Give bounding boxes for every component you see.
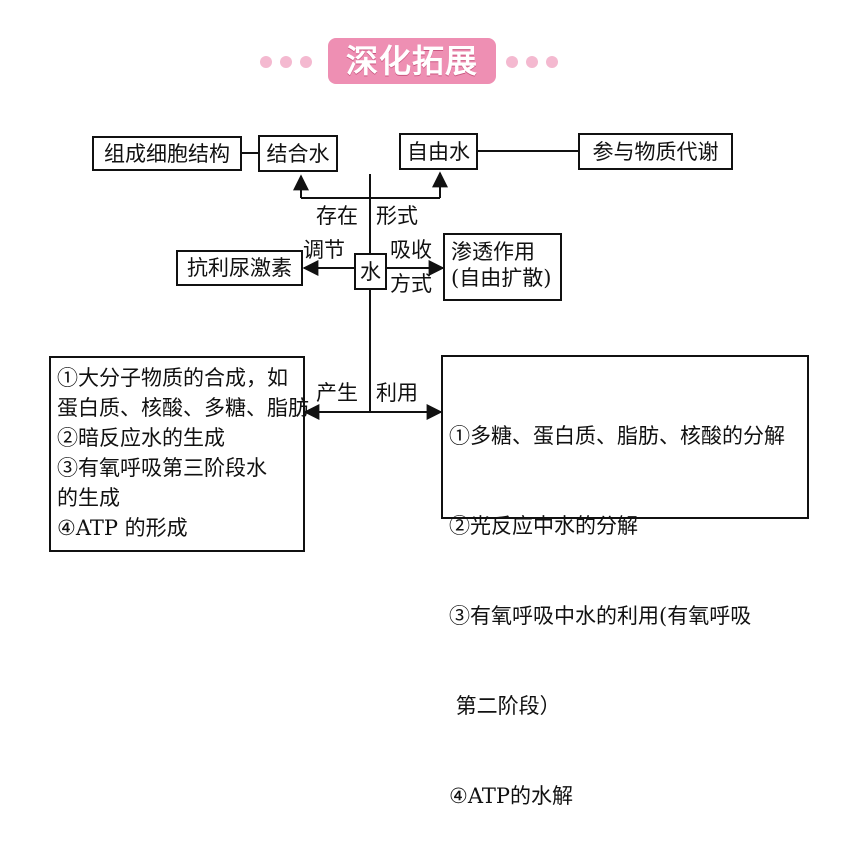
box-zucheng: 组成细胞结构 [92,136,242,171]
label-liyong: 利用 [376,381,418,405]
use-item: ②光反应中水的分解 [449,514,638,538]
produce-item: ③有氧呼吸第三阶段水 [57,456,267,480]
use-item: ④ATP的水解 [449,784,573,808]
diagram-connectors [241,150,578,420]
shentou-line-2: (自由扩散) [451,266,552,290]
label-fangshi: 方式 [390,272,432,296]
produce-item: ④ATP 的形成 [57,516,188,540]
use-item: ①多糖、蛋白质、脂肪、核酸的分解 [449,424,785,448]
box-water: 水 [354,253,387,290]
right-dots [506,56,558,68]
produce-item: ①大分子物质的合成，如 [57,366,288,390]
use-item: 第二阶段） [449,694,561,718]
label-xishou: 吸收 [390,238,432,262]
use-item: ③有氧呼吸中水的利用(有氧呼吸 [449,604,752,628]
box-kangli: 抗利尿激素 [176,250,303,286]
section-banner: 深化拓展 [260,38,560,84]
label-chansheng: 产生 [316,381,358,405]
label-xingshi: 形式 [376,204,418,228]
dot [260,56,272,68]
shentou-line-1: 渗透作用 [451,240,535,264]
box-produce-list: ①大分子物质的合成，如 蛋白质、核酸、多糖、脂肪 ②暗反应水的生成 ③有氧呼吸第… [49,356,309,552]
banner-title: 深化拓展 [328,38,496,84]
label-cunzai: 存在 [316,204,358,228]
box-jiehe: 结合水 [258,135,338,172]
left-dots [260,56,312,68]
dot [546,56,558,68]
box-ziyou: 自由水 [399,133,478,170]
box-canyu: 参与物质代谢 [578,133,733,170]
produce-item: 蛋白质、核酸、多糖、脂肪 [57,396,309,420]
dot [300,56,312,68]
produce-item: 的生成 [57,486,120,510]
dot [280,56,292,68]
dot [526,56,538,68]
label-tiaojie: 调节 [303,238,345,262]
box-use-list: ①多糖、蛋白质、脂肪、核酸的分解 ②光反应中水的分解 ③有氧呼吸中水的利用(有氧… [441,355,809,808]
box-shentou: 渗透作用 (自由扩散) [443,233,562,301]
produce-item: ②暗反应水的生成 [57,426,225,450]
dot [506,56,518,68]
